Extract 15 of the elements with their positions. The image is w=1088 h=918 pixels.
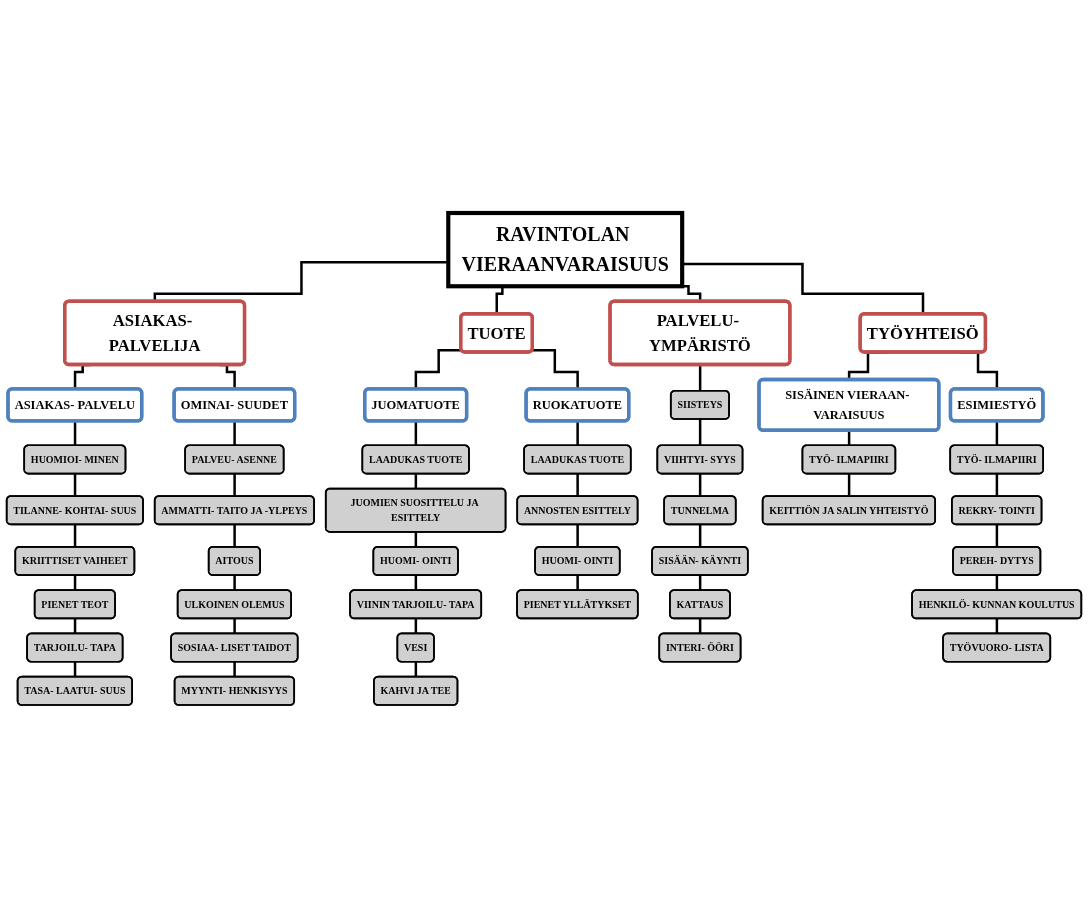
connector: [847, 472, 851, 498]
connector: [995, 420, 999, 447]
connector: [233, 420, 237, 447]
connector: [995, 472, 999, 498]
connector: [414, 420, 418, 447]
connector: [698, 418, 702, 447]
connector: [73, 472, 77, 498]
connector: [233, 472, 237, 498]
node-box: RAVINTOLAN VIERAANVARAISUUS: [446, 210, 685, 289]
connector: [576, 420, 580, 447]
connector: [576, 472, 580, 498]
connector: [73, 420, 77, 447]
connector: [576, 574, 580, 592]
connector: [698, 472, 702, 498]
connector: [233, 574, 237, 592]
